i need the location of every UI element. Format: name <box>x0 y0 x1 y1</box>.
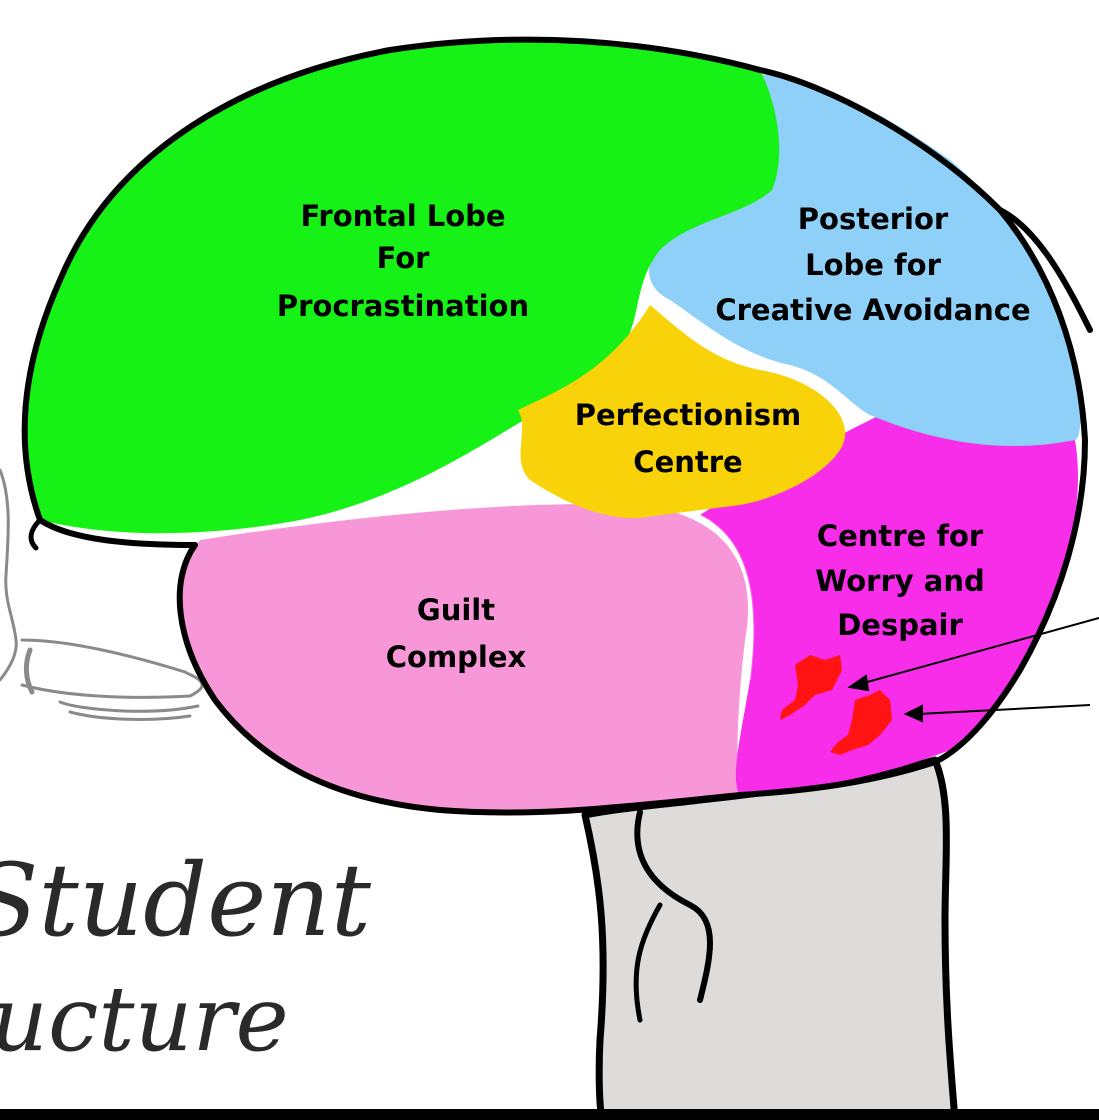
worry-spot-1 <box>780 655 842 720</box>
face-profile-line <box>0 468 18 682</box>
arrow-line-1 <box>859 617 1099 685</box>
label-frontal-line1: Frontal Lobe <box>300 199 505 233</box>
lobe-posterior-region <box>649 74 1081 446</box>
worry-spot-2 <box>830 690 892 755</box>
brain-outline-extension <box>997 207 1093 333</box>
face-sketch <box>0 468 204 721</box>
arrow-line-2 <box>917 704 1091 715</box>
label-guilt-line1: Guilt <box>417 593 495 627</box>
lobe-guilt-region <box>180 504 749 813</box>
arrows <box>847 617 1099 723</box>
label-worry-line3: Despair <box>837 608 963 642</box>
lobe-boundaries <box>699 514 755 681</box>
lobe-perfectionism-region <box>518 305 846 519</box>
eye-upper-lid <box>20 638 204 686</box>
label-posterior-lobe: Posterior Lobe for Creative Avoidance <box>715 202 1030 327</box>
label-frontal-lobe: Frontal Lobe For Procrastination <box>277 199 529 323</box>
label-guilt: Guilt Complex <box>386 593 527 674</box>
bottom-border <box>0 1109 1099 1120</box>
eye-lower-lid <box>20 682 204 699</box>
arrow-head-1 <box>847 674 870 692</box>
label-worry-line1: Centre for <box>817 519 984 553</box>
label-perfectionism: Perfectionism Centre <box>575 398 802 479</box>
brainstem-inner-line <box>634 809 713 1003</box>
lobe-worry-region <box>700 415 1078 795</box>
lobe-frontal-region <box>26 39 780 534</box>
label-worry: Centre for Worry and Despair <box>815 519 984 642</box>
eye-lashes <box>58 700 200 721</box>
label-perfectionism-line2: Centre <box>633 445 742 479</box>
label-guilt-line2: Complex <box>386 640 527 674</box>
brain-outline <box>21 36 1088 816</box>
eye-iris <box>23 647 35 695</box>
label-frontal-line3: Procrastination <box>277 289 529 323</box>
label-posterior-line1: Posterior <box>798 202 949 236</box>
handwriting-student: Student <box>0 842 372 959</box>
label-worry-line2: Worry and <box>815 564 984 598</box>
label-frontal-line2: For <box>377 241 431 275</box>
arrow-head-2 <box>903 704 923 723</box>
handwriting-structure: ucture <box>0 967 289 1072</box>
label-posterior-line3: Creative Avoidance <box>715 293 1030 327</box>
label-perfectionism-line1: Perfectionism <box>575 398 802 432</box>
brain-outline-left-tip <box>28 517 43 551</box>
label-posterior-line2: Lobe for <box>805 248 941 282</box>
brainstem-inner-line-2 <box>633 902 663 1023</box>
